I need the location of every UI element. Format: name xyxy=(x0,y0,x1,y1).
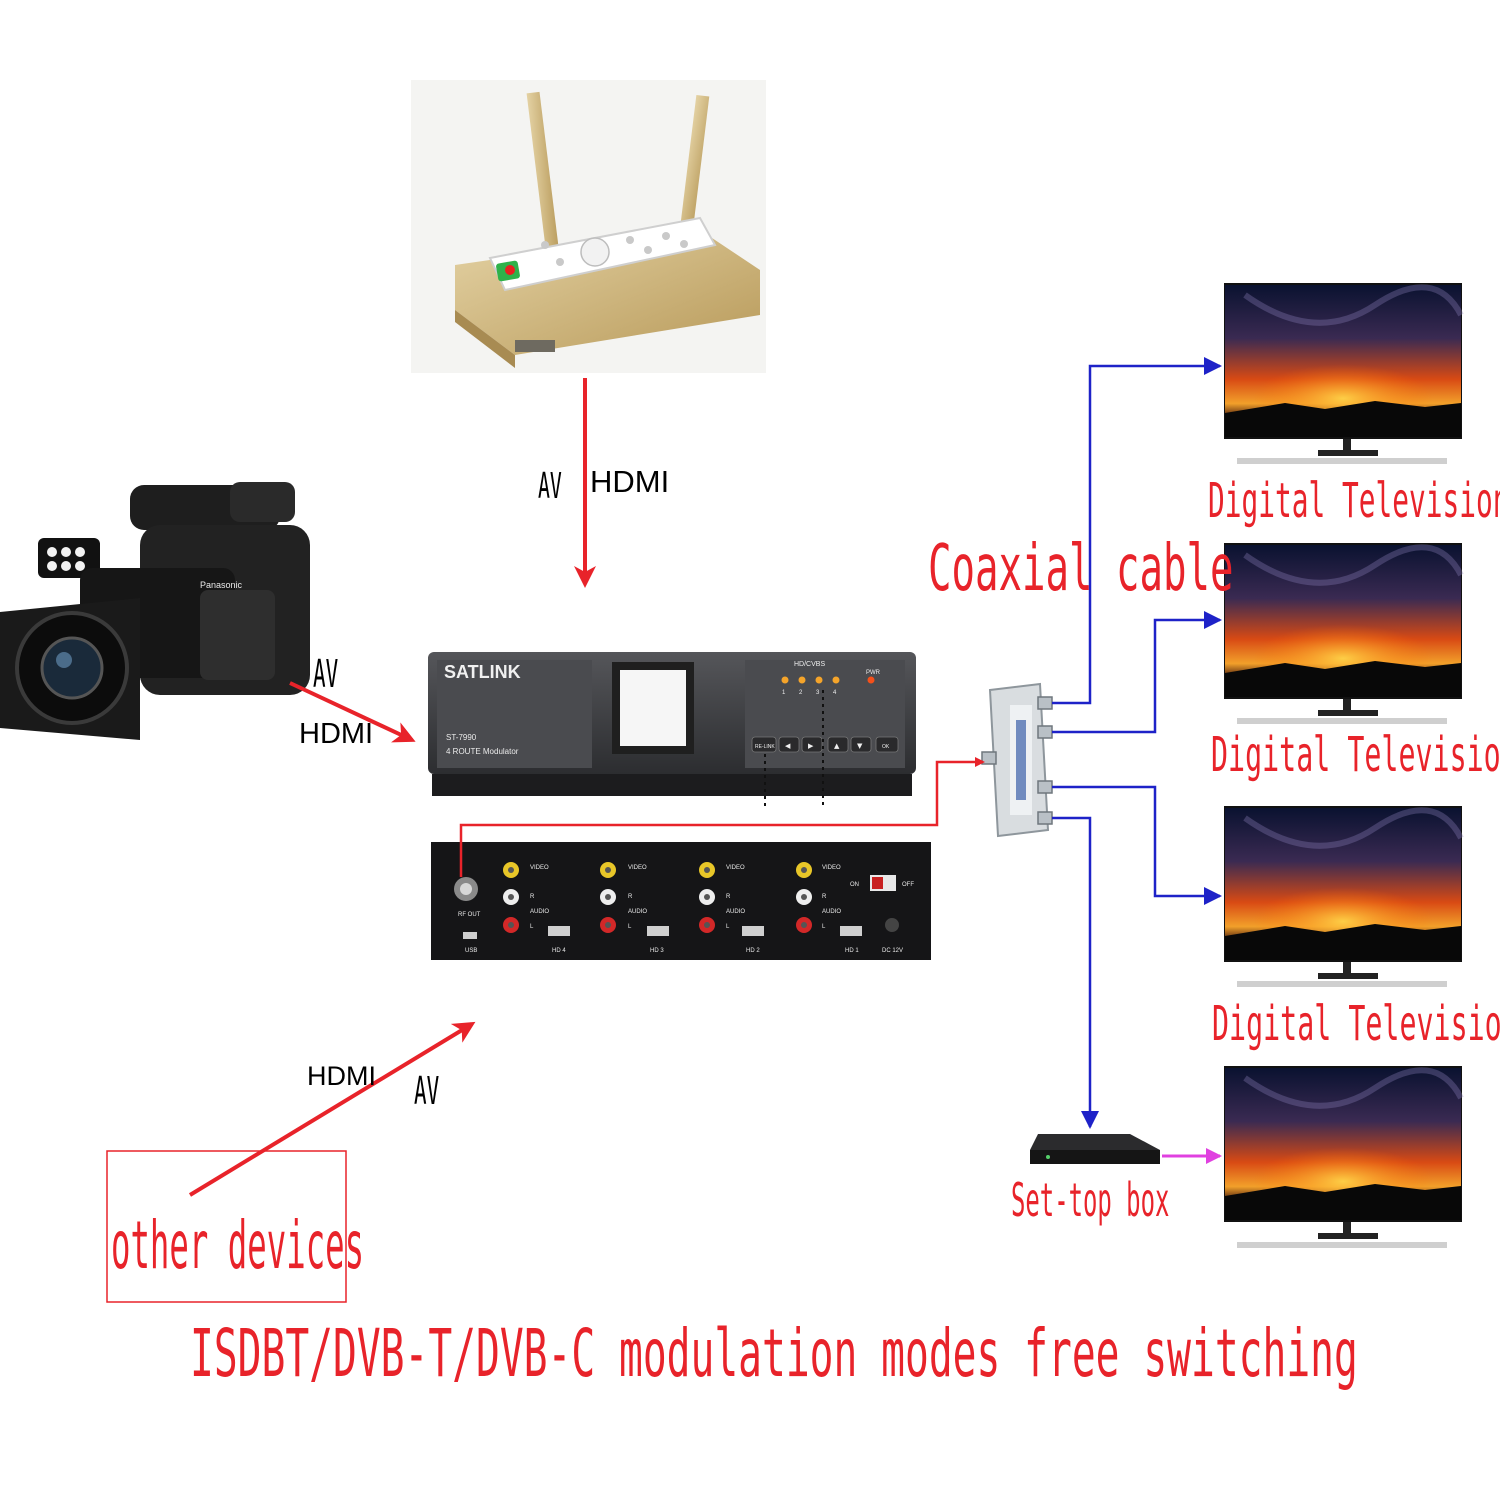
coaxial-splitter-photo xyxy=(981,682,1053,838)
set-top-box-label: Set-top box xyxy=(1011,1173,1169,1227)
usb-port xyxy=(463,932,477,939)
other-devices-label: other devices xyxy=(111,1208,364,1284)
video-label-2: VIDEO xyxy=(726,865,745,871)
audio-label-4: AUDIO xyxy=(530,909,549,915)
video-label-4: VIDEO xyxy=(530,865,549,871)
camcorder-photo: Panasonic xyxy=(0,482,310,740)
device-brand: SATLINK xyxy=(444,662,521,682)
hd1-label: HD 1 xyxy=(845,948,859,954)
android-tv-box-photo xyxy=(411,80,766,373)
off-label: OFF xyxy=(902,882,914,888)
up-button: ▲ xyxy=(834,742,840,750)
other-av-label: AV xyxy=(414,1071,439,1114)
indicator-group-label: HD/CVBS xyxy=(794,661,825,668)
indicator-3: 3 xyxy=(816,690,820,696)
top-av-label: AV xyxy=(538,465,562,507)
hd4-label: HD 4 xyxy=(552,948,566,954)
input-group-3 xyxy=(600,862,669,936)
connections xyxy=(188,357,1222,1197)
tv3-label: Digital Television xyxy=(1212,996,1500,1052)
input-group-4 xyxy=(503,862,570,936)
television-1 xyxy=(1224,283,1462,464)
other-devices-box xyxy=(106,1150,347,1303)
modulator-rear-panel: RF OUT USB VIDEO R AUDIO xyxy=(431,842,931,960)
r-label-2: R xyxy=(726,894,731,900)
right-button: ▶ xyxy=(808,742,814,750)
camera-hdmi-label: HDMI xyxy=(299,718,373,750)
rf-out-connector xyxy=(454,877,478,901)
device-description: 4 ROUTE Modulator xyxy=(446,747,519,756)
indicator-leds xyxy=(781,676,875,684)
l-label-3: L xyxy=(628,924,632,930)
splitter-to-tv3-cable xyxy=(1052,785,1222,905)
coaxial-cable-label: Coaxial cable xyxy=(928,531,1234,606)
r-label-1: R xyxy=(822,894,827,900)
splitter-to-set-top-box-cable xyxy=(1052,816,1099,1129)
indicator-2: 2 xyxy=(799,690,803,696)
l-label-4: L xyxy=(530,924,534,930)
l-label-2: L xyxy=(726,924,730,930)
left-button: ◀ xyxy=(785,742,791,750)
video-label-3: VIDEO xyxy=(628,865,647,871)
video-label-1: VIDEO xyxy=(822,865,841,871)
r-label-4: R xyxy=(530,894,535,900)
television-3 xyxy=(1224,806,1462,987)
pwr-label: PWR xyxy=(866,670,881,676)
audio-label-1: AUDIO xyxy=(822,909,841,915)
other-devices-to-modulator-arrow xyxy=(188,1021,476,1197)
dc-jack xyxy=(885,918,899,932)
set-top-box-photo xyxy=(1030,1134,1160,1164)
splitter-to-tv2-cable xyxy=(1052,611,1222,734)
input-group-1 xyxy=(796,862,862,936)
device-model: ST-7990 xyxy=(446,733,477,742)
relink-button: RE-LINK xyxy=(755,744,775,750)
down-button: ▼ xyxy=(857,742,863,750)
television-2 xyxy=(1224,543,1462,724)
audio-label-2: AUDIO xyxy=(726,909,745,915)
dc-label: DC 12V xyxy=(882,948,903,954)
tv2-label: Digital Television xyxy=(1211,727,1500,783)
r-label-3: R xyxy=(628,894,633,900)
other-hdmi-label: HDMI xyxy=(307,1061,376,1091)
lcd-screen xyxy=(620,670,686,746)
audio-label-3: AUDIO xyxy=(628,909,647,915)
l-label-1: L xyxy=(822,924,826,930)
input-group-2 xyxy=(699,862,764,936)
rf-out-label: RF OUT xyxy=(458,912,481,918)
remote-control xyxy=(488,216,717,292)
front-buttons: RE-LINK ◀ ▶ ▲ ▼ OK xyxy=(751,736,899,753)
ok-button: OK xyxy=(882,744,890,750)
indicator-4: 4 xyxy=(833,690,837,696)
camera-to-modulator-arrow xyxy=(289,681,416,743)
rf-out-to-splitter-cable xyxy=(459,757,985,877)
tv1-label: Digital Television xyxy=(1208,474,1500,529)
on-label: ON xyxy=(850,882,859,888)
modulator-front-panel: SATLINK ST-7990 4 ROUTE Modulator HD/CVB… xyxy=(428,652,916,808)
footer-caption: ISDBT/DVB-T/DVB-C modulation modes free … xyxy=(190,1314,1358,1392)
usb-label: USB xyxy=(465,948,477,954)
camera-brand: Panasonic xyxy=(200,580,243,590)
splitter-to-tv1-cable xyxy=(1052,357,1222,705)
hd2-label: HD 2 xyxy=(746,948,760,954)
television-4 xyxy=(1224,1066,1462,1248)
camera-av-label: AV xyxy=(313,654,338,697)
camera-light-icon xyxy=(47,547,85,571)
indicator-1: 1 xyxy=(782,690,786,696)
top-hdmi-label: HDMI xyxy=(590,464,669,499)
hd3-label: HD 3 xyxy=(650,948,664,954)
